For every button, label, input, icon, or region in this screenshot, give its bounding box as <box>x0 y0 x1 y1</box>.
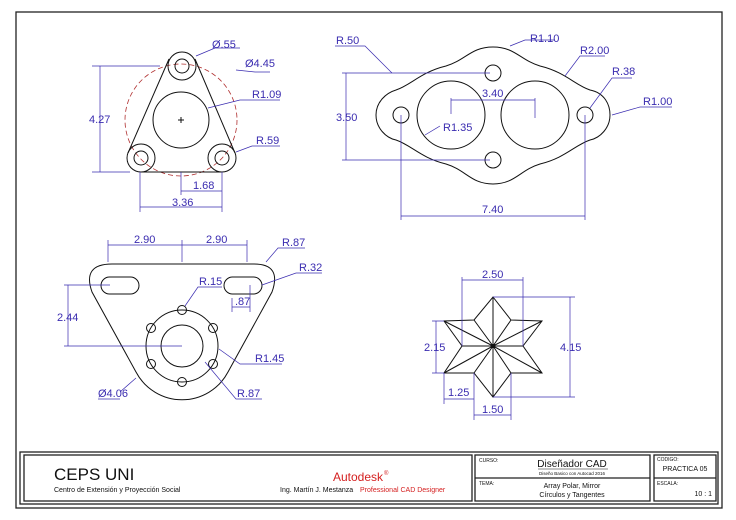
dim-label: 1.25 <box>448 387 469 399</box>
drawing-flange-plate: 2.90 2.90 R.87 R.32 R.15 .87 2.44 R1.45 … <box>57 234 322 401</box>
svg-text:CURSO:: CURSO: <box>479 458 498 464</box>
drawing-triangle-plate: Ø.55 Ø4.45 R1.09 R.59 4.27 1.68 3.36 <box>89 39 281 212</box>
author-name: Ing. Martín J. Mestanza <box>280 487 353 494</box>
sheet-border <box>15 11 723 509</box>
dim-label: R.87 <box>237 388 260 400</box>
dim-label: R1.10 <box>530 33 559 45</box>
brand-logo: Autodesk <box>333 470 384 484</box>
topic-line-1: Array Polar, Mirror <box>544 483 601 490</box>
code-value: PRACTICA 05 <box>663 466 708 473</box>
org-subtitle: Centro de Extensión y Proyección Social <box>54 487 181 494</box>
dim-label: R.15 <box>199 276 222 288</box>
dim-label: Ø4.06 <box>98 388 128 400</box>
drawing-gasket: R.50 R1.10 R2.00 R.38 R1.00 3.40 3.50 R1… <box>335 33 672 220</box>
title-block: CEPS UNI Centro de Extensión y Proyecció… <box>19 451 719 505</box>
dim-label: R.59 <box>256 135 279 147</box>
svg-text:TEMA:: TEMA: <box>479 481 494 487</box>
dim-label: 2.90 <box>134 234 155 246</box>
dim-label: 2.15 <box>424 342 445 354</box>
dim-label: R1.35 <box>443 122 472 134</box>
course-subtitle: Diseño Basico con Autocad 2016 <box>539 471 606 476</box>
dim-label: 4.27 <box>89 114 110 126</box>
bolt-circle <box>124 63 238 177</box>
svg-text:®: ® <box>384 470 389 477</box>
dim-label: .87 <box>235 296 250 308</box>
svg-text:CODIGO:: CODIGO: <box>657 457 679 463</box>
dim-label: 2.44 <box>57 312 78 324</box>
dim-label: R1.00 <box>643 96 672 108</box>
dim-label: R1.09 <box>252 89 281 101</box>
center-hole <box>152 91 210 149</box>
star-center <box>491 344 495 348</box>
author-title: Professional CAD Designer <box>360 487 446 494</box>
drawing-star: 2.50 2.15 4.15 1.25 1.50 <box>424 269 581 420</box>
course-name: Diseñador CAD <box>537 459 606 470</box>
dim-label: Ø4.45 <box>245 58 275 70</box>
dim-label: 3.50 <box>336 112 357 124</box>
dim-label: 3.36 <box>172 197 193 209</box>
dim-label: 2.50 <box>482 269 503 281</box>
dim-label: 3.40 <box>482 88 503 100</box>
dim-label: R.50 <box>336 35 359 47</box>
topic-line-2: Círculos y Tangentes <box>539 492 605 499</box>
dim-label: Ø.55 <box>212 39 236 51</box>
dim-label: R.87 <box>282 237 305 249</box>
dim-label: R1.45 <box>255 353 284 365</box>
dim-label: R2.00 <box>580 45 609 57</box>
dim-label: 7.40 <box>482 204 503 216</box>
dim-label: R.32 <box>299 262 322 274</box>
dim-label: 4.15 <box>560 342 581 354</box>
scale-value: 10 : 1 <box>694 491 712 498</box>
dim-label: 1.50 <box>482 404 503 416</box>
dim-label: R.38 <box>612 66 635 78</box>
dim-label: 2.90 <box>206 234 227 246</box>
svg-text:ESCALA:: ESCALA: <box>657 481 678 487</box>
org-name: CEPS UNI <box>54 465 134 484</box>
dim-label: 1.68 <box>193 180 214 192</box>
